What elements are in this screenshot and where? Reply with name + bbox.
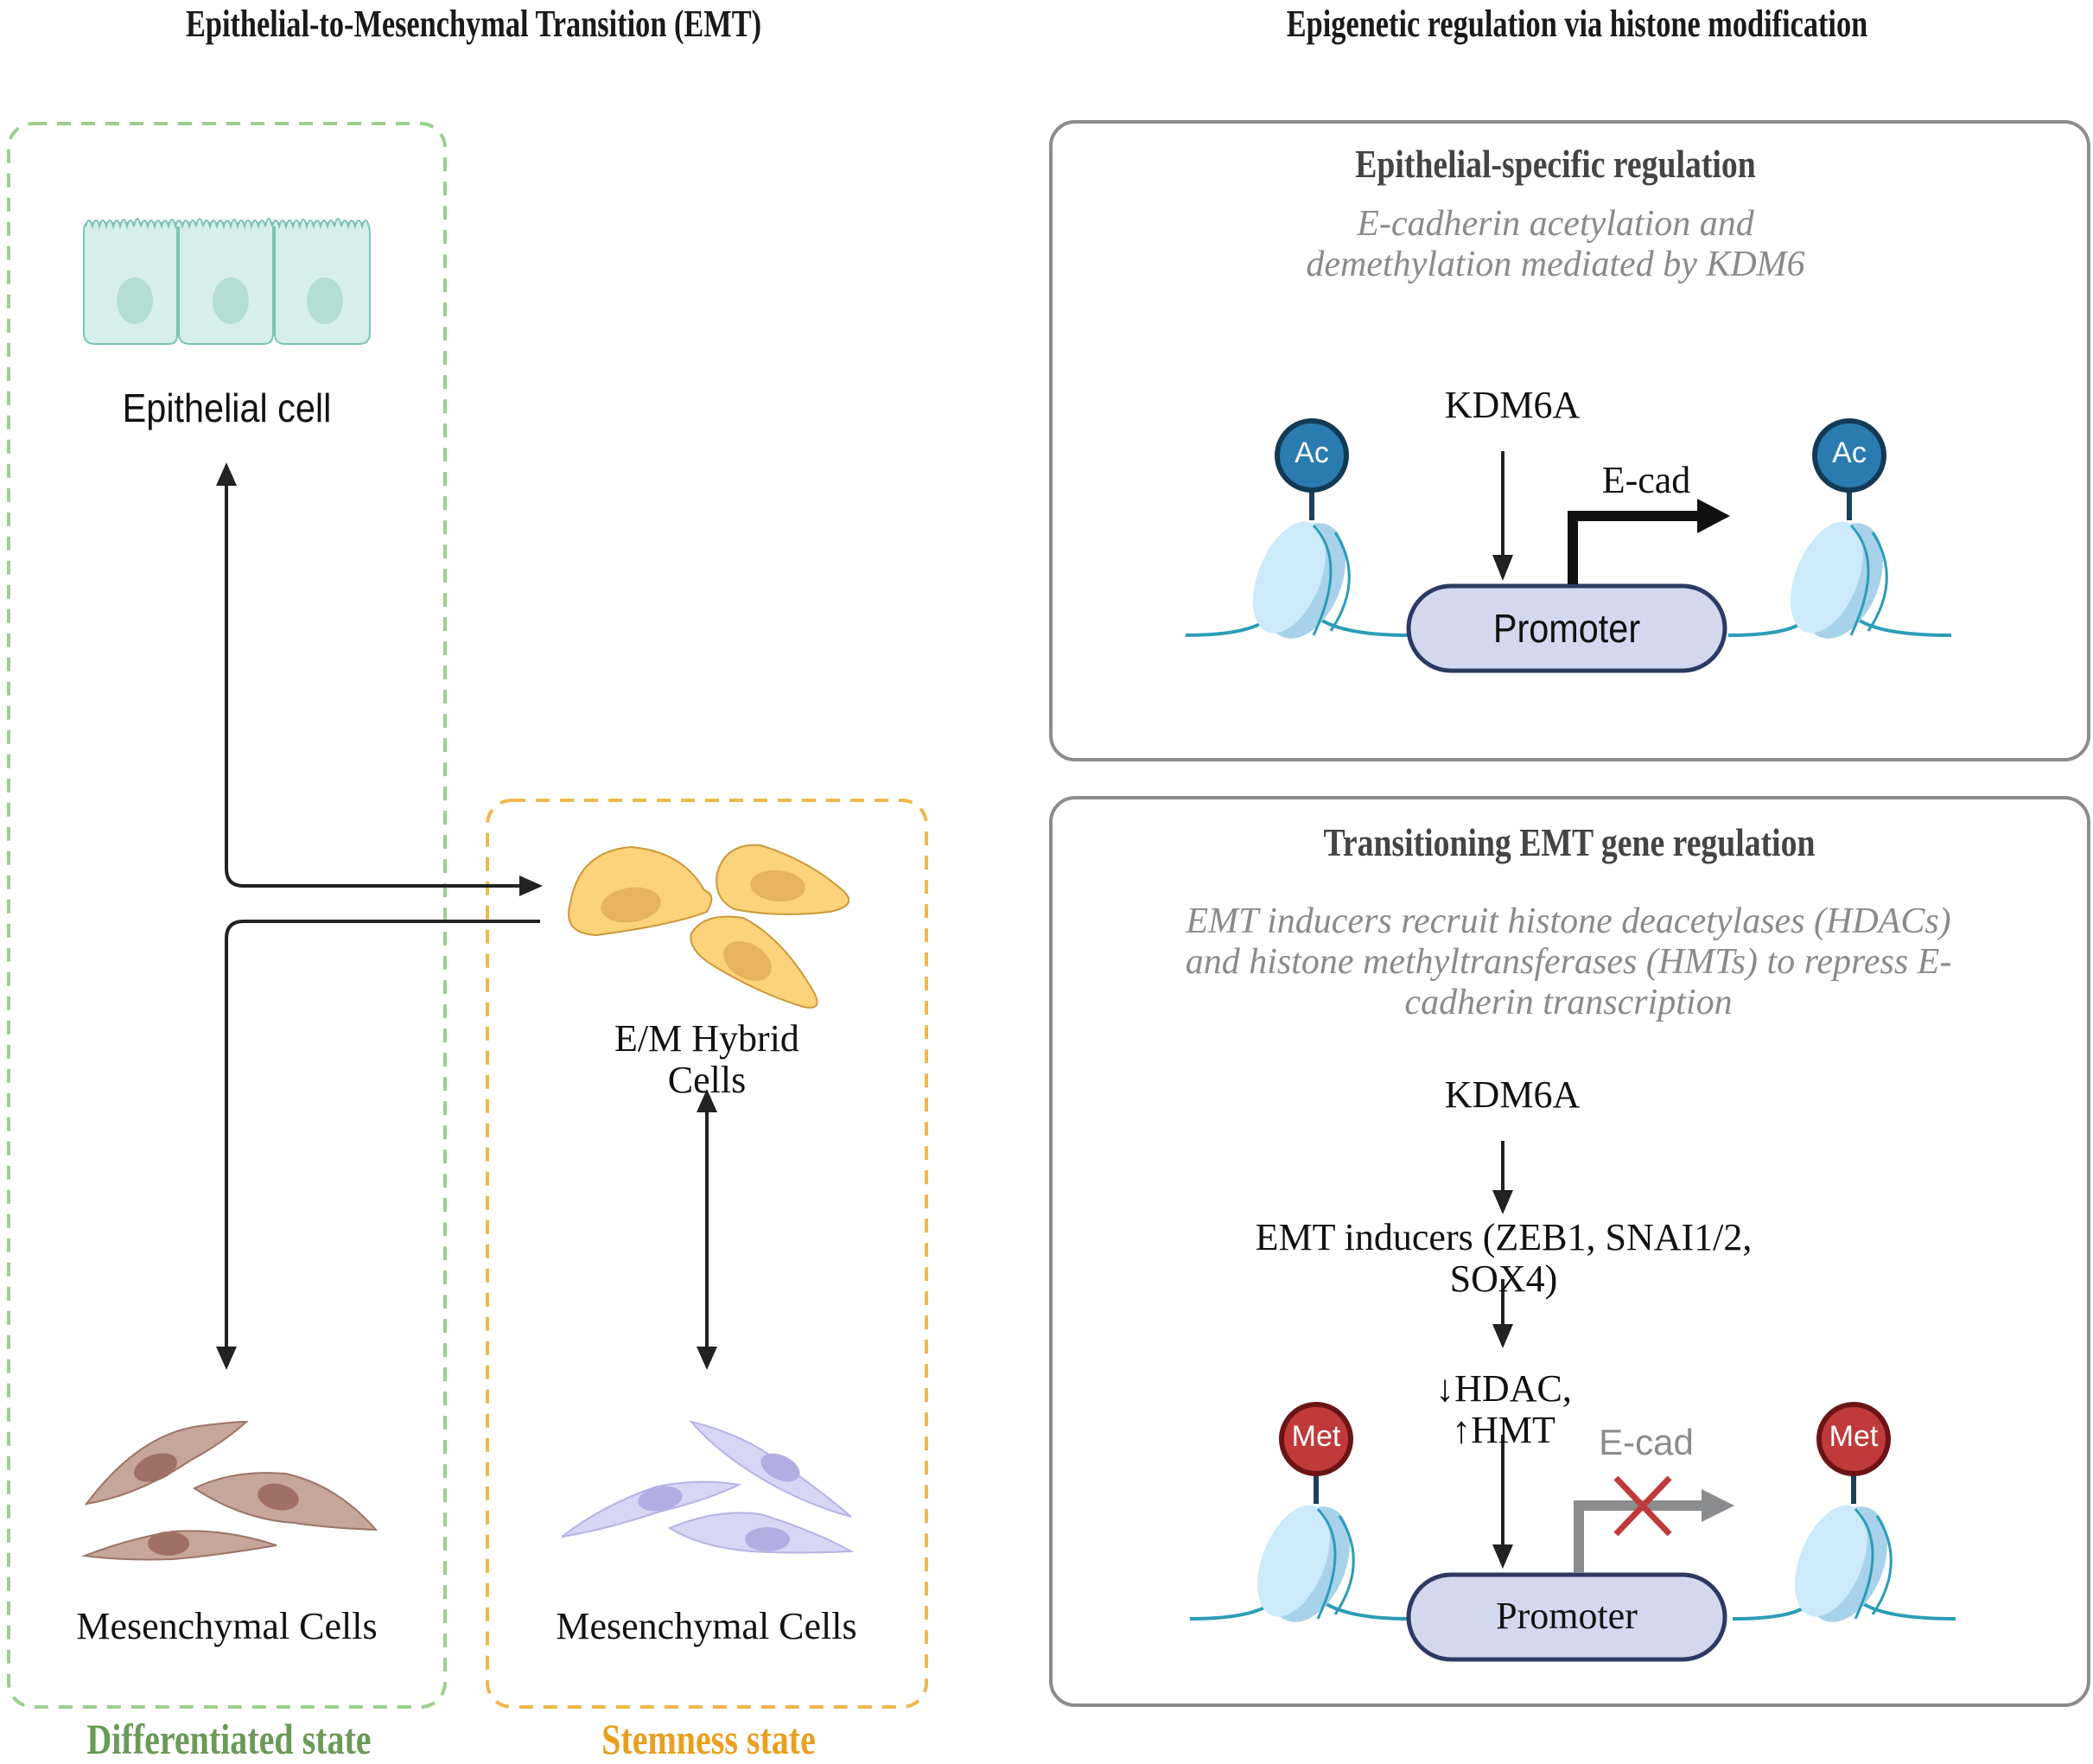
stemness-state-label: Stemness state [601,1715,816,1763]
panel2-nucleosome-left-icon [1257,1467,1355,1622]
hybrid-cells-icon [568,844,850,1009]
panel1-transcription-arrow [1568,499,1730,584]
stemness-state-box [486,799,928,1709]
arrowhead-up-icon [216,462,237,486]
panel1-promoter-shape [1406,583,1727,673]
mesenchymal-left-nuclei [134,1453,299,1556]
panel1-nucleosome-right-icon [1791,484,1888,639]
panel2-gene-label: E-cad [1599,1422,1694,1462]
panel1-ac-label-right: Ac [1832,436,1867,469]
mesenchymal-right-label: Mesenchymal Cells [556,1605,857,1647]
panel1-ac-label-left: Ac [1295,436,1329,469]
epigenetic-title: Epigenetic regulation via histone modifi… [1286,3,1868,45]
panel2-met-label-left: Met [1291,1420,1341,1453]
mesenchymal-right-nuclei [638,1453,800,1551]
epithelial-cell-label: Epithelial cell [122,385,332,430]
panel2-met-label-right: Met [1829,1420,1879,1453]
panel2-effect-label: ↓HDAC, ↑HMT [1435,1367,1572,1451]
hybrid-nuclei [601,869,805,981]
panel1-enzyme-label: KDM6A [1444,384,1581,426]
hybrid-cells-label: E/M Hybrid Cells [614,1017,799,1101]
panel2-blocked-x-icon [1613,1475,1672,1537]
mesenchymal-left-label: Mesenchymal Cells [76,1605,378,1647]
panel1-ac-mark-left [1275,418,1349,493]
epithelial-cells-icon [83,218,371,345]
panel1-gene-label: E-cad [1601,459,1691,501]
mesenchymal-cells-left-icon [81,1420,379,1561]
panel-transitioning-box [1049,796,2090,1707]
panel2-hdac-arrow [1492,1435,1513,1569]
arrowhead-down-icon [216,1347,237,1370]
panel2-title: Transitioning EMT gene regulation [1323,820,1816,864]
panel2-met-mark-right [1816,1402,1891,1476]
mesenchymal-cells-right-icon [561,1420,855,1554]
panel1-nucleosome-left-icon [1253,484,1351,639]
panel1-kdm6a-arrow [1492,451,1513,581]
panel2-inducers-label: EMT inducers (ZEB1, SNAI1/2, SOX4) [1255,1216,1753,1300]
panel2-enzyme-label: KDM6A [1444,1073,1581,1116]
differentiated-state-box [7,122,447,1709]
panel2-promoter-label: Promoter [1496,1595,1638,1637]
hybrid-mesenchymal-double-arrow [697,1089,717,1370]
panel1-subtitle: E-cadherin acetylation and demethylation… [1306,204,1805,284]
epithelial-to-hybrid-arrow [225,474,523,888]
panel2-blocked-transcription-arrow [1574,1489,1734,1573]
panel1-promoter-label: Promoter [1492,606,1641,651]
panel2-kdm6a-arrow [1492,1141,1513,1214]
differentiated-state-label: Differentiated state [86,1715,372,1763]
panel2-nucleosome-right-icon [1795,1467,1893,1622]
panel2-inducers-arrow [1492,1279,1513,1348]
panel1-ac-mark-right [1812,418,1886,493]
arrowhead-right-icon [519,876,543,896]
panel1-title: Epithelial-specific regulation [1355,142,1756,186]
hybrid-to-mesenchymal-arrow [225,920,540,1348]
panel2-met-mark-left [1279,1402,1353,1476]
emt-title: Epithelial-to-Mesenchymal Transition (EM… [185,3,762,45]
panel2-promoter-shape [1406,1572,1727,1662]
panel2-subtitle: EMT inducers recruit histone deacetylase… [1185,901,1952,1022]
